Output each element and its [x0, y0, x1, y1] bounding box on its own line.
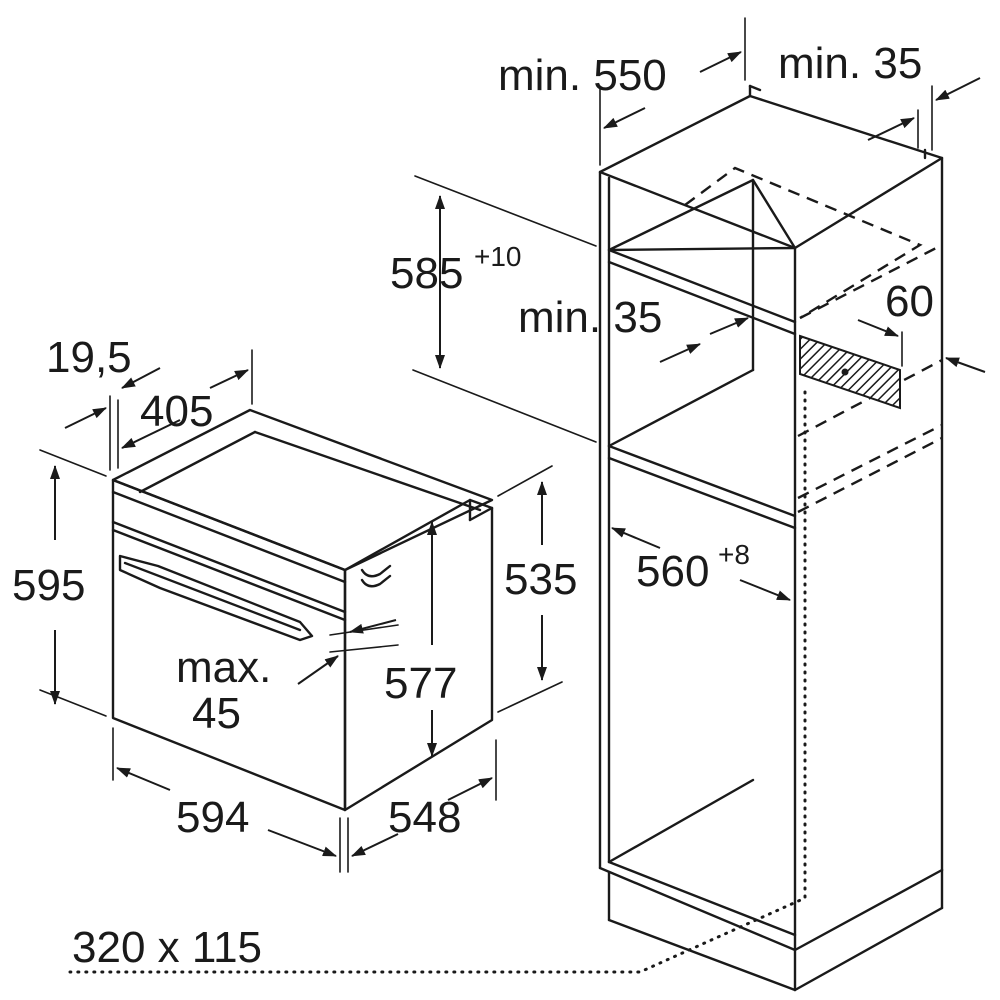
- label-min-35-middle: min. 35: [518, 293, 662, 342]
- label-405: 405: [140, 387, 213, 436]
- cabinet-top-panel: [598, 94, 944, 250]
- oven-top: [111, 408, 494, 572]
- label-585: 585: [390, 249, 463, 298]
- label-560-tolerance: +8: [718, 539, 750, 570]
- label-max: max.: [176, 643, 271, 692]
- cabinet-hidden-rear-top: [684, 166, 923, 320]
- label-19-5: 19,5: [46, 333, 132, 382]
- label-594: 594: [176, 793, 249, 842]
- label-535: 535: [504, 555, 577, 604]
- label-60: 60: [885, 277, 934, 326]
- label-vent-size: 320 x 115: [72, 923, 262, 972]
- label-548: 548: [388, 793, 461, 842]
- cabinet-drawing: [68, 84, 944, 992]
- label-585-tolerance: +10: [474, 241, 522, 272]
- cabinet-upper-shelf: [607, 178, 797, 252]
- label-560: 560: [636, 547, 709, 596]
- label-577: 577: [384, 659, 457, 708]
- oven-door-handle: [118, 554, 314, 642]
- label-min-35-top: min. 35: [778, 39, 922, 88]
- oven-drawing: [111, 408, 494, 812]
- label-min-550: min. 550: [498, 51, 667, 100]
- dimension-lines: [39, 17, 986, 873]
- label-max-value: 45: [192, 689, 241, 738]
- label-595: 595: [12, 561, 85, 610]
- dimension-labels: min. 550 min. 35 585 +10 min. 35 60 19,5…: [12, 39, 934, 972]
- ventilation-opening: [799, 334, 901, 410]
